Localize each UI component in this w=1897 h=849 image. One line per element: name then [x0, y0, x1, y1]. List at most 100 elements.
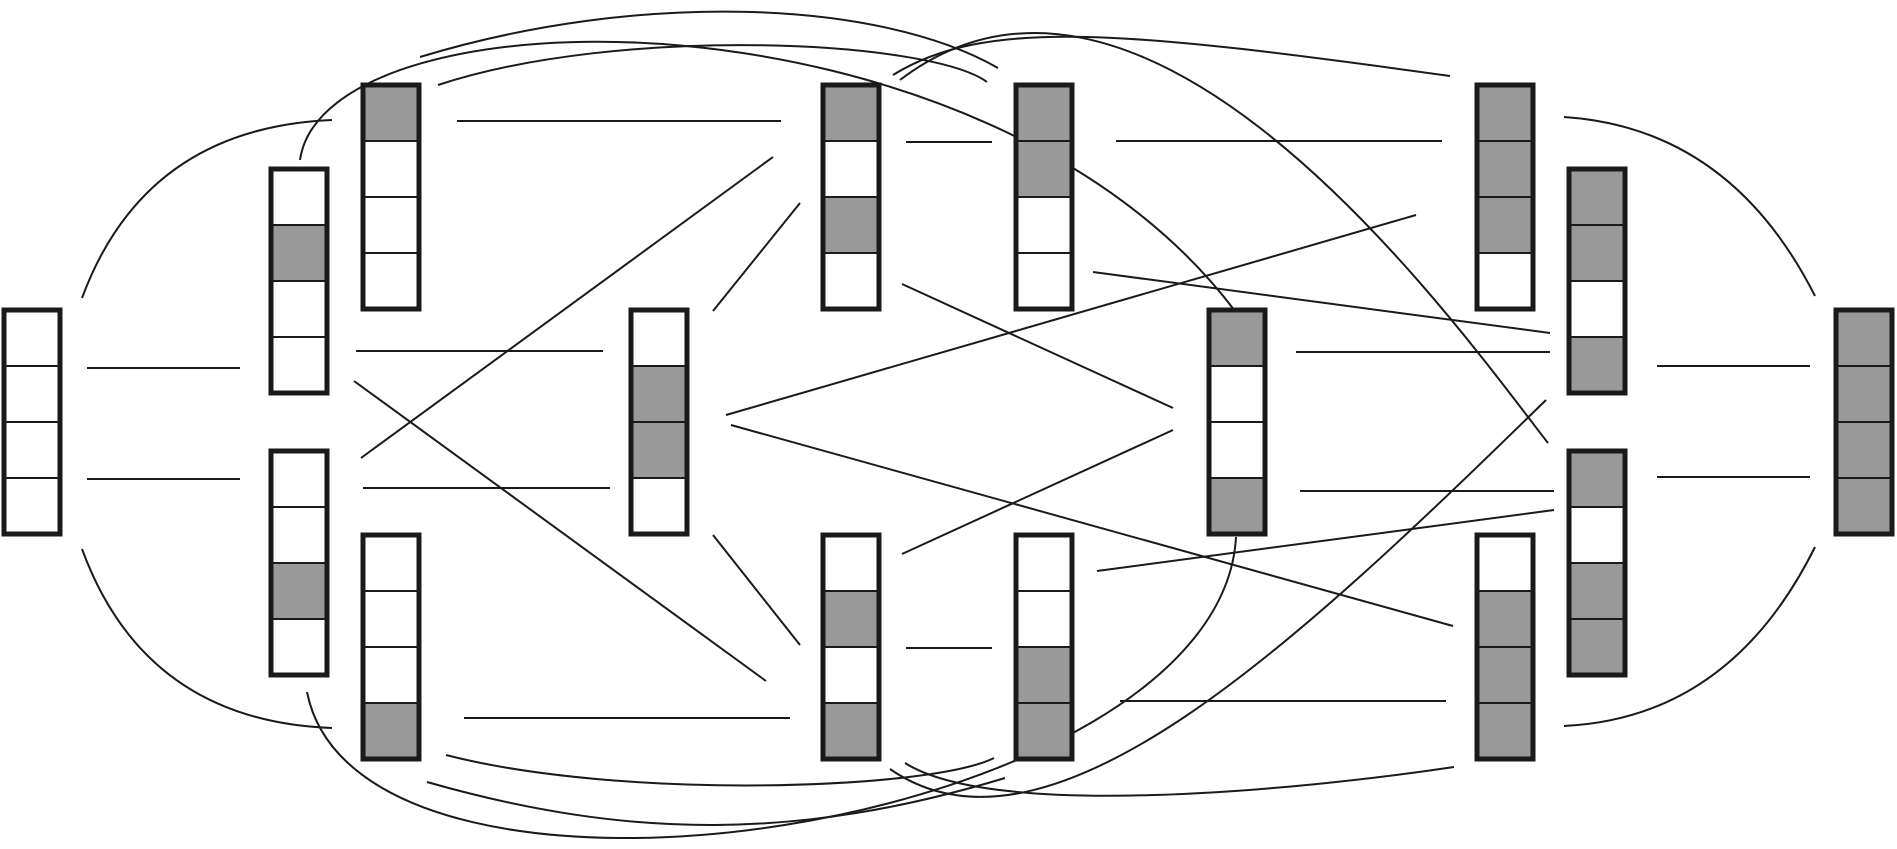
- filled-cell: [822, 84, 880, 142]
- empty-cell: [3, 421, 61, 479]
- node-outline: [1566, 448, 1628, 678]
- state-node: [1013, 82, 1075, 312]
- node-outline: [820, 82, 882, 312]
- state-node: [820, 82, 882, 312]
- empty-cell: [270, 506, 328, 564]
- node-outline: [820, 532, 882, 762]
- empty-cell: [1208, 365, 1266, 423]
- state-node: [360, 82, 422, 312]
- empty-cell: [822, 534, 880, 592]
- edge: [712, 534, 801, 646]
- edge: [81, 548, 333, 729]
- state-node: [820, 532, 882, 762]
- filled-cell: [822, 196, 880, 254]
- filled-cell: [1568, 450, 1626, 508]
- filled-cell: [1476, 590, 1534, 648]
- filled-cell: [1015, 140, 1073, 198]
- edge: [360, 156, 774, 459]
- node-outline: [1566, 166, 1628, 396]
- empty-cell: [1015, 534, 1073, 592]
- edge: [725, 214, 1417, 416]
- node-outline: [1833, 307, 1895, 537]
- empty-cell: [362, 196, 420, 254]
- edge: [1563, 116, 1816, 297]
- empty-cell: [1015, 590, 1073, 648]
- filled-cell: [822, 702, 880, 760]
- edge: [1096, 509, 1555, 572]
- edge: [299, 40, 1236, 312]
- filled-cell: [1568, 224, 1626, 282]
- empty-cell: [1015, 196, 1073, 254]
- filled-cell: [270, 562, 328, 620]
- edge: [445, 754, 995, 787]
- empty-cell: [1568, 506, 1626, 564]
- edge: [904, 762, 1455, 797]
- edge: [306, 536, 1237, 839]
- filled-cell: [1208, 477, 1266, 535]
- empty-cell: [630, 309, 688, 367]
- edge: [353, 380, 767, 682]
- node-outline: [360, 82, 422, 312]
- node-outline: [628, 307, 690, 537]
- node-outline: [1013, 532, 1075, 762]
- node-outline: [1474, 532, 1536, 762]
- filled-cell: [1835, 365, 1893, 423]
- empty-cell: [1208, 421, 1266, 479]
- empty-cell: [270, 336, 328, 394]
- empty-cell: [822, 646, 880, 704]
- empty-cell: [270, 618, 328, 676]
- node-outline: [268, 166, 330, 396]
- empty-cell: [270, 168, 328, 226]
- filled-cell: [1835, 477, 1893, 535]
- filled-cell: [1476, 702, 1534, 760]
- empty-cell: [362, 590, 420, 648]
- empty-cell: [362, 646, 420, 704]
- empty-cell: [3, 365, 61, 423]
- edge: [901, 429, 1174, 555]
- filled-cell: [1208, 309, 1266, 367]
- filled-cell: [1835, 309, 1893, 367]
- empty-cell: [362, 140, 420, 198]
- node-outline: [360, 532, 422, 762]
- state-node: [268, 448, 330, 678]
- empty-cell: [822, 252, 880, 310]
- empty-cell: [1476, 534, 1534, 592]
- empty-cell: [3, 309, 61, 367]
- empty-cell: [630, 477, 688, 535]
- state-node: [1566, 166, 1628, 396]
- filled-cell: [1568, 618, 1626, 676]
- state-node: [1833, 307, 1895, 537]
- empty-cell: [362, 252, 420, 310]
- node-outline: [1206, 307, 1268, 537]
- edge: [81, 119, 333, 299]
- filled-cell: [630, 421, 688, 479]
- state-node: [1, 307, 63, 537]
- filled-cell: [1015, 702, 1073, 760]
- filled-cell: [1015, 84, 1073, 142]
- empty-cell: [1568, 280, 1626, 338]
- filled-cell: [270, 224, 328, 282]
- edge: [437, 44, 988, 86]
- state-node: [1206, 307, 1268, 537]
- state-node: [1566, 448, 1628, 678]
- state-node: [1474, 532, 1536, 762]
- node-outline: [1474, 82, 1536, 312]
- edge: [1092, 271, 1551, 334]
- filled-cell: [630, 365, 688, 423]
- node-outline: [268, 448, 330, 678]
- state-node: [628, 307, 690, 537]
- filled-cell: [362, 702, 420, 760]
- empty-cell: [822, 140, 880, 198]
- empty-cell: [270, 280, 328, 338]
- filled-cell: [1568, 562, 1626, 620]
- edge: [901, 283, 1174, 409]
- node-outline: [1, 307, 63, 537]
- edge: [426, 777, 1006, 826]
- state-nodes: [1, 82, 1895, 762]
- filled-cell: [1015, 646, 1073, 704]
- state-node: [1013, 532, 1075, 762]
- state-node: [268, 166, 330, 396]
- empty-cell: [362, 534, 420, 592]
- filled-cell: [1476, 196, 1534, 254]
- edge: [419, 10, 999, 69]
